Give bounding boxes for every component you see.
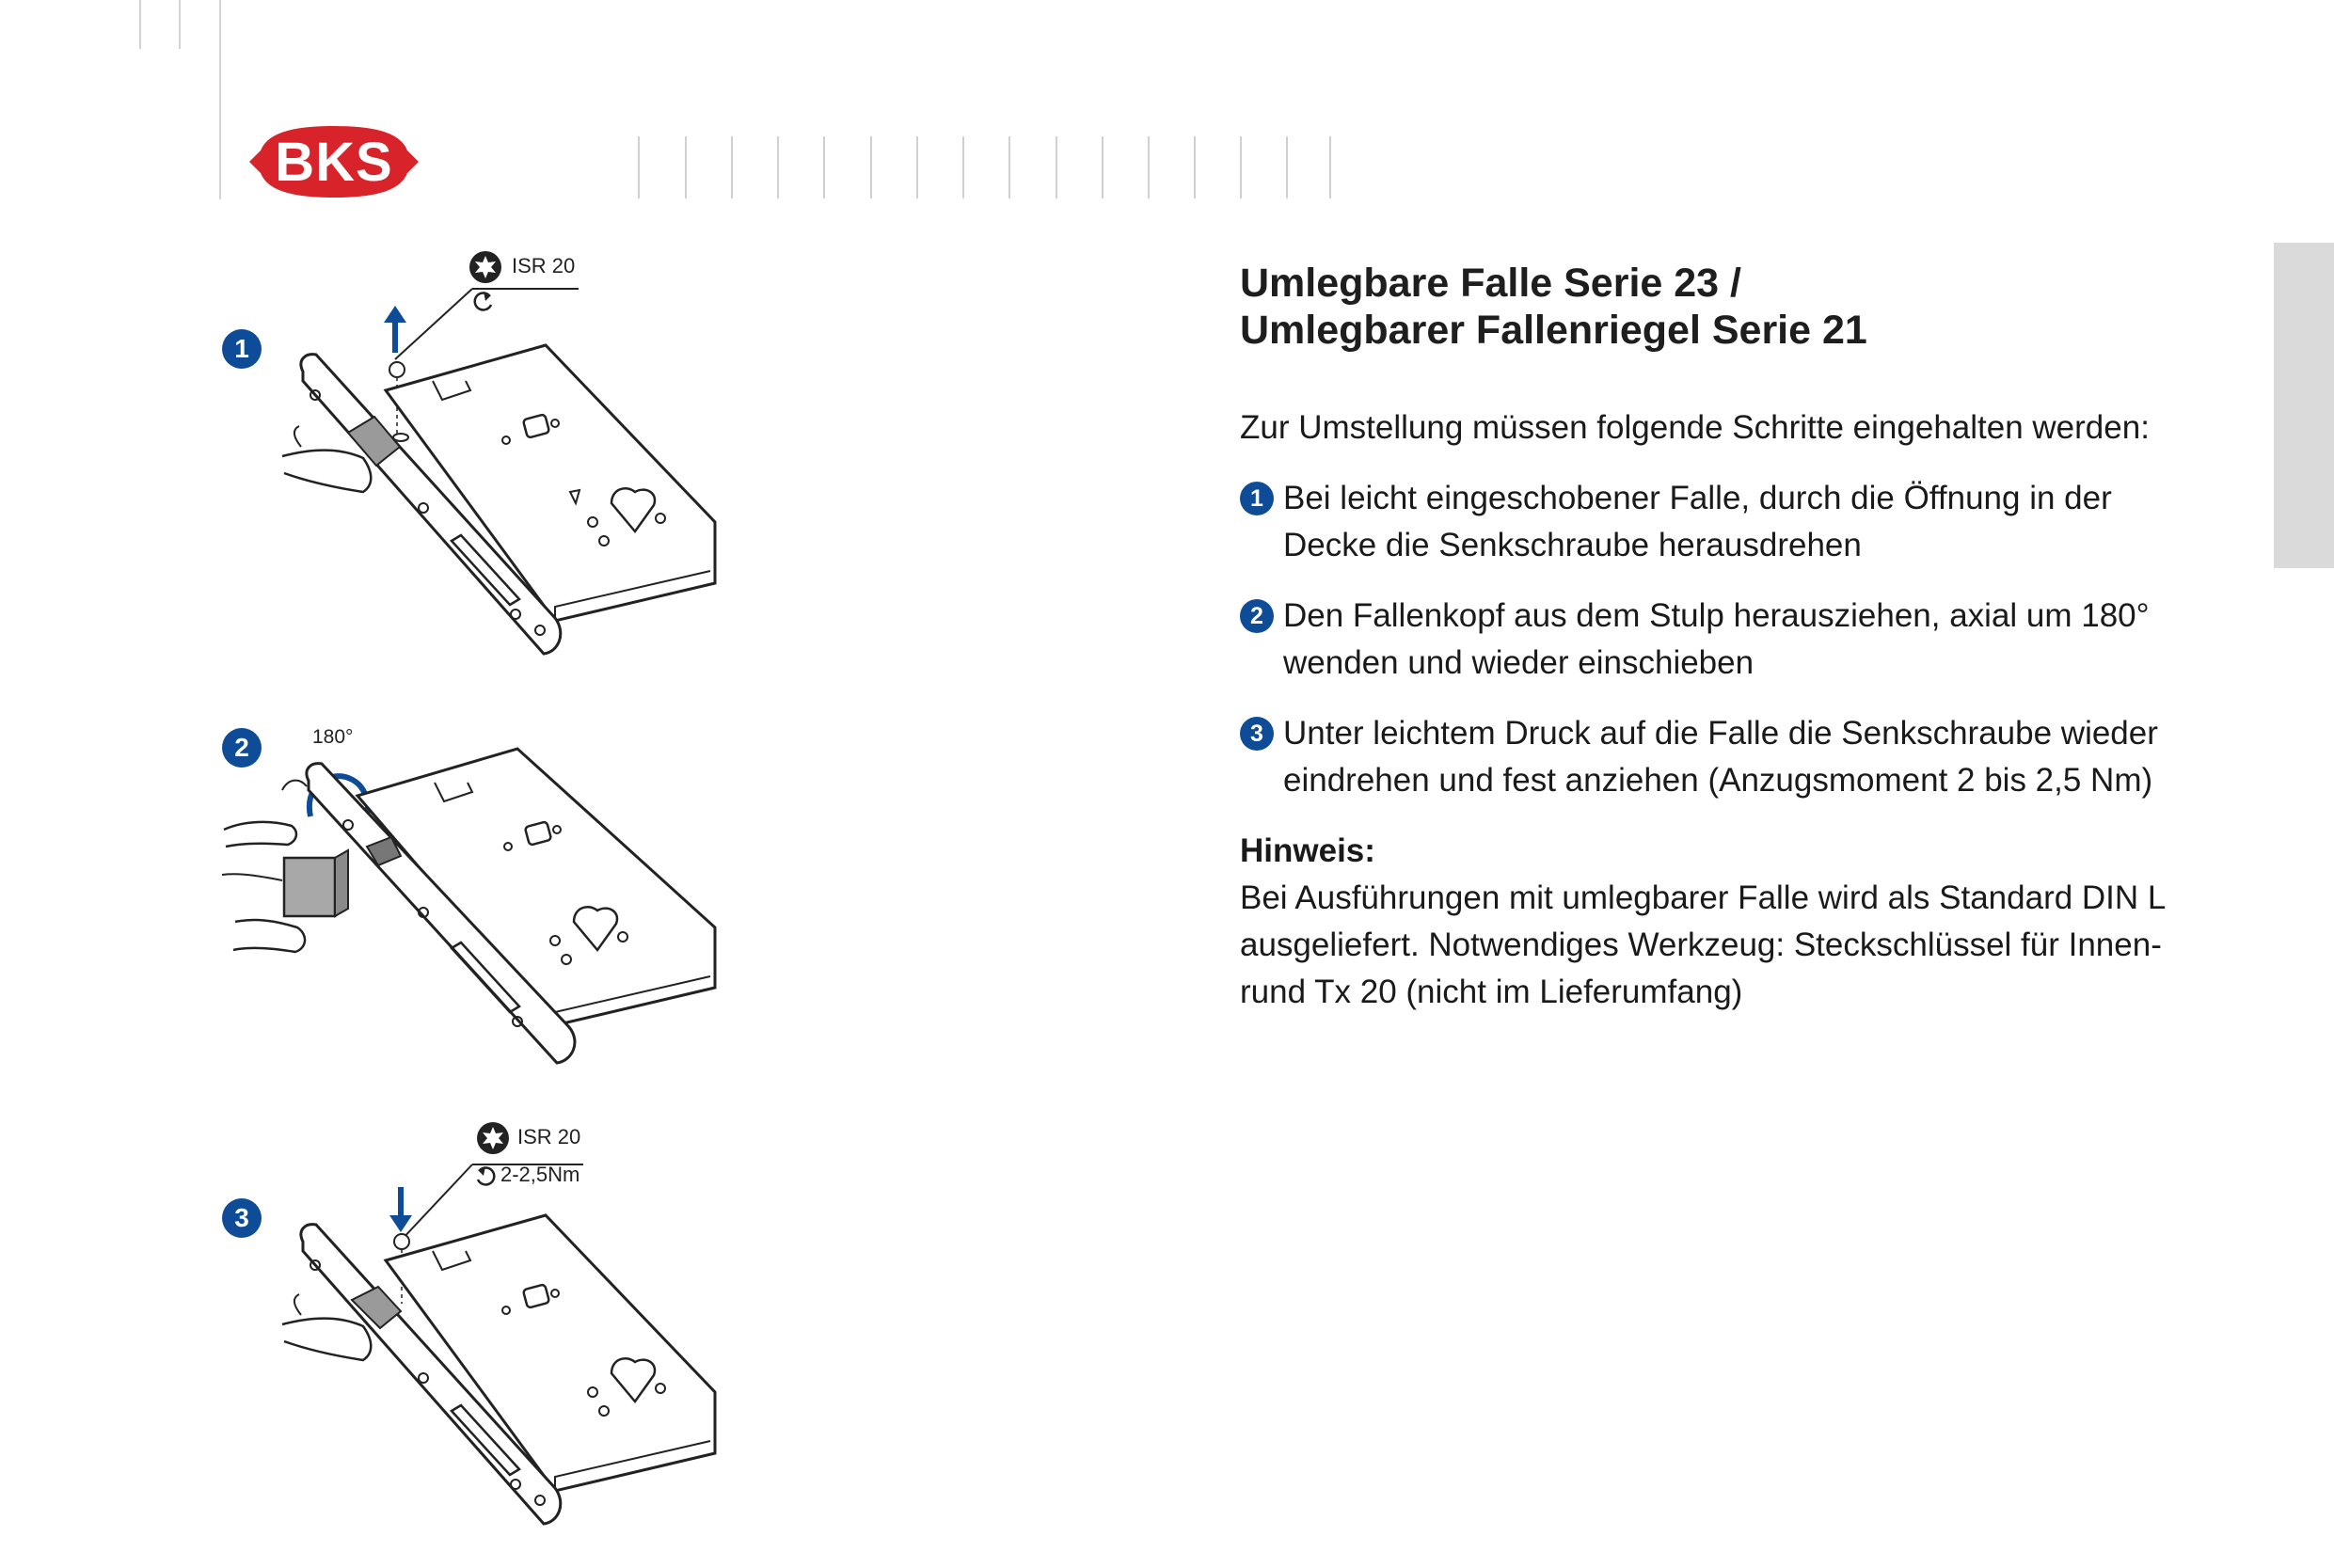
arrow-up-icon (384, 306, 406, 353)
illus-step-badge-1: 1 (222, 329, 262, 369)
step-text-line-1: Den Fallenkopf aus dem Stulp herausziehe… (1283, 597, 2150, 634)
step-number-badge: 1 (1240, 482, 1274, 515)
step-text-line-2: wenden und wieder einschieben (1283, 644, 1754, 681)
instruction-step-1: 1 Bei leicht eingeschobener Falle, durch… (1240, 475, 2256, 569)
lock-drawing-3 (281, 1164, 717, 1526)
logo-text: BKS (275, 131, 393, 193)
step-number-badge: 3 (1240, 717, 1274, 751)
intro-text: Zur Umstellung müssen folgende Schritte … (1240, 409, 2150, 446)
hint-line-2: ausgeliefert. Notwendiges Werkzeug: Stec… (1240, 927, 2162, 963)
torx-icon (468, 250, 502, 284)
step-text-line-1: Bei leicht eingeschobener Falle, durch d… (1283, 480, 2112, 516)
logo-shape (249, 126, 419, 198)
title-line-2: Umlegbarer Fallenriegel Serie 21 (1240, 308, 1867, 353)
torx-icon (476, 1121, 510, 1155)
arrow-down-icon (389, 1187, 412, 1232)
illustration-step-3 (273, 1119, 762, 1552)
header-rule (219, 0, 221, 199)
hint-heading: Hinweis: (1240, 832, 1375, 869)
step-text-line-2: Decke die Senkschraube herausdrehen (1283, 527, 1862, 563)
illus-step-badge-3: 3 (222, 1198, 262, 1238)
lock-drawing-1 (281, 288, 717, 656)
side-tab (2274, 243, 2334, 568)
illustration-step-1 (273, 249, 762, 682)
rotation-label: 180° (312, 726, 354, 748)
lock-drawing-2 (221, 747, 717, 1065)
header-rule (179, 0, 181, 49)
instruction-step-3: 3 Unter leichtem Druck auf die Falle die… (1240, 710, 2256, 804)
rotate-ccw-icon (468, 288, 497, 314)
illus-step-badge-2: 2 (222, 728, 262, 768)
title-line-1: Umlegbare Falle Serie 23 / (1240, 261, 1741, 306)
torque-label-3: 2-2,5Nm (500, 1163, 580, 1186)
hint-line-1: Bei Ausführungen mit umlegbarer Falle wi… (1240, 879, 2167, 916)
step-number-badge: 2 (1240, 599, 1274, 633)
hint-body: Bei Ausführungen mit umlegbarer Falle wi… (1240, 875, 2275, 1016)
step-text-line-2: eindrehen und fest anziehen (Anzugsmomen… (1283, 762, 2153, 799)
instruction-step-2: 2 Den Fallenkopf aus dem Stulp herauszie… (1240, 593, 2256, 687)
tool-label-1: ISR 20 (512, 254, 576, 277)
page-title: Umlegbare Falle Serie 23 / Umlegbarer Fa… (1240, 260, 2228, 354)
illustration-step-2 (216, 734, 743, 1072)
bks-logo: BKS (247, 122, 421, 201)
rotate-cw-icon (472, 1163, 500, 1189)
hint-line-3: rund Tx 20 (nicht im Lieferumfang) (1240, 974, 1743, 1010)
step-text-line-1: Unter leichtem Druck auf die Falle die S… (1283, 715, 2158, 752)
tool-label-3: ISR 20 (517, 1125, 581, 1148)
header-rule (139, 0, 141, 49)
